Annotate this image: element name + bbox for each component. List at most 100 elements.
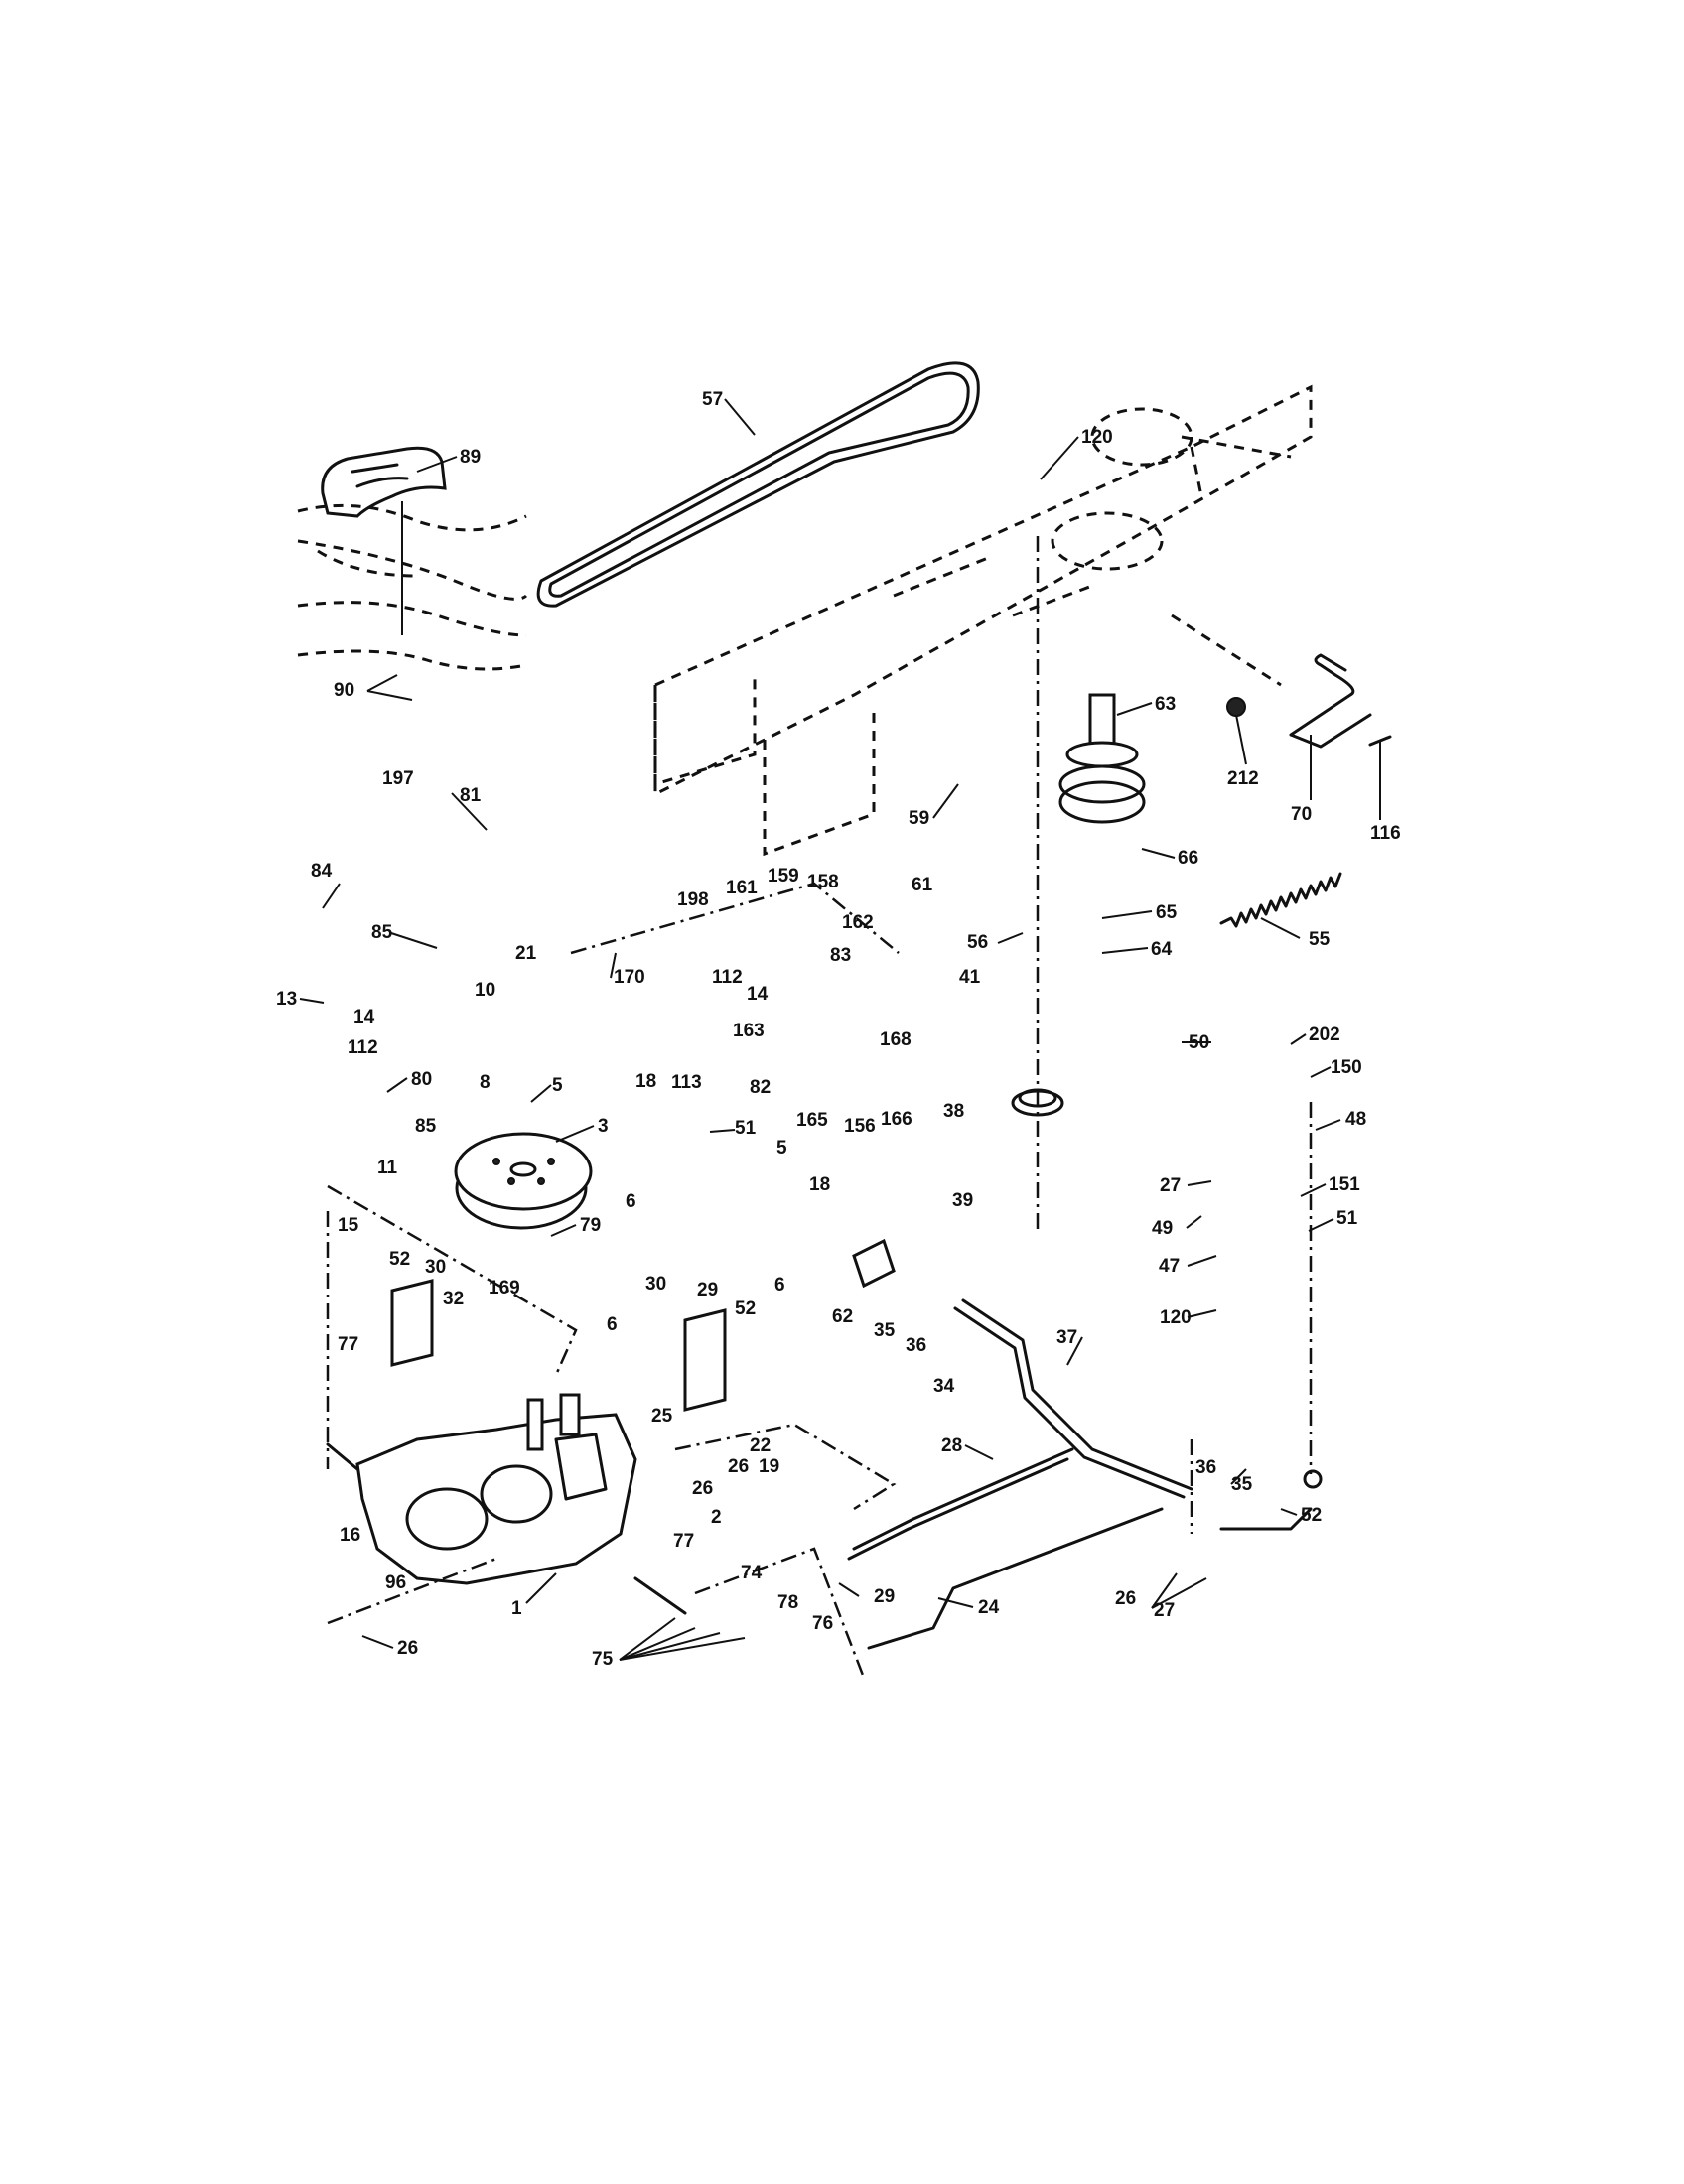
callout-11: 11 xyxy=(377,1158,398,1178)
callout-57: 57 xyxy=(702,389,723,410)
callout-28: 28 xyxy=(941,1435,962,1456)
callout-25: 25 xyxy=(651,1406,673,1427)
callout-65: 65 xyxy=(1156,902,1178,923)
callout-51b: 51 xyxy=(1336,1208,1358,1229)
callout-15: 16 xyxy=(340,1525,360,1546)
callout-55: 55 xyxy=(1309,929,1331,950)
seat-part xyxy=(297,446,528,671)
callout-64: 64 xyxy=(1151,939,1173,960)
callout-163: 163 xyxy=(733,1021,765,1041)
callout-14b: 14 xyxy=(353,1007,375,1027)
callout-62: 62 xyxy=(832,1306,853,1327)
callout-63: 63 xyxy=(1155,694,1176,715)
callout-161: 161 xyxy=(726,878,758,898)
callout-34: 34 xyxy=(933,1376,955,1397)
callout-84: 84 xyxy=(311,861,333,882)
callout-38: 38 xyxy=(943,1101,964,1122)
callout-1: 1 xyxy=(511,1598,522,1619)
callout-49: 49 xyxy=(1152,1218,1173,1239)
callout-168: 168 xyxy=(880,1029,912,1050)
callout-78: 78 xyxy=(777,1592,798,1613)
callout-18b: 18 xyxy=(809,1174,830,1195)
frame-part xyxy=(653,384,1313,857)
callout-90: 90 xyxy=(334,680,354,701)
callout-41: 41 xyxy=(959,967,981,988)
callout-52a: 52 xyxy=(389,1249,410,1270)
callout-85a: 85 xyxy=(371,922,393,943)
callout-32b: 30 xyxy=(645,1274,666,1295)
callout-170: 169 xyxy=(489,1278,520,1298)
callout-112a: 112 xyxy=(712,967,743,988)
callout-61: 61 xyxy=(912,875,933,895)
callout-151: 151 xyxy=(1329,1174,1360,1195)
callout-77b: 77 xyxy=(673,1531,694,1552)
callout-79: 79 xyxy=(580,1215,601,1236)
belt-part xyxy=(536,361,980,608)
rod-28-part xyxy=(852,1447,1074,1551)
callout-74: 74 xyxy=(741,1563,763,1583)
callout-156: 156 xyxy=(844,1116,876,1137)
callout-5: 5 xyxy=(776,1138,787,1159)
callout-113: 113 xyxy=(671,1072,702,1093)
callout-197: 197 xyxy=(382,768,414,789)
callout-22: 24 xyxy=(978,1597,1000,1618)
callout-120: 120 xyxy=(1081,427,1113,448)
callout-76: 76 xyxy=(812,1613,833,1634)
transaxle-part xyxy=(326,1393,687,1615)
callout-30a: 30 xyxy=(425,1257,446,1278)
callout-75: 75 xyxy=(592,1649,614,1670)
callout-6a: 6 xyxy=(626,1191,636,1212)
callout-212: 212 xyxy=(1227,768,1259,789)
callout-116: 116 xyxy=(1370,823,1401,844)
callout-165: 165 xyxy=(796,1110,828,1131)
callout-26a: 26 xyxy=(728,1456,749,1477)
rod-34-part xyxy=(961,1298,1193,1491)
callout-51a: 51 xyxy=(735,1118,757,1139)
callout-39: 39 xyxy=(952,1190,973,1211)
callout-36b: 36 xyxy=(1195,1457,1216,1478)
callout-19: 19 xyxy=(759,1456,779,1477)
callout-166: 166 xyxy=(881,1109,912,1130)
callout-26b: 26 xyxy=(692,1478,713,1499)
callout-83: 83 xyxy=(830,945,851,966)
callout-202: 202 xyxy=(1309,1024,1340,1045)
callout-85b: 85 xyxy=(415,1116,437,1137)
callout-6c: 6 xyxy=(607,1314,618,1335)
callout-159: 159 xyxy=(768,866,799,887)
callout-158: 158 xyxy=(807,872,839,892)
callout-52b: 52 xyxy=(735,1298,756,1319)
callout-2: 2 xyxy=(711,1507,722,1528)
callout-48: 48 xyxy=(1345,1109,1366,1130)
callout-198: 198 xyxy=(677,889,709,910)
callout-27b: 27 xyxy=(1154,1600,1175,1621)
callout-8: 8 xyxy=(480,1072,491,1093)
callout-29: 29 xyxy=(874,1586,895,1607)
callout-32a: 32 xyxy=(443,1289,464,1309)
callout-56: 56 xyxy=(967,932,988,953)
callout-150: 150 xyxy=(1331,1057,1362,1078)
callout-10: 10 xyxy=(475,980,495,1001)
callout-27a: 27 xyxy=(1160,1175,1181,1196)
callout-36a: 36 xyxy=(906,1335,926,1356)
callout-13: 13 xyxy=(276,989,297,1010)
callout-37: 37 xyxy=(1056,1327,1077,1348)
leader-lines xyxy=(299,398,1381,1661)
callout-24: 22 xyxy=(750,1435,771,1456)
callout-96: 96 xyxy=(385,1572,406,1593)
callout-35b: 35 xyxy=(1231,1474,1253,1495)
callout-169: 170 xyxy=(614,967,645,988)
callout-77a: 77 xyxy=(338,1334,358,1355)
callout-4: 5 xyxy=(552,1075,563,1096)
callout-3: 3 xyxy=(598,1116,609,1137)
callout-81: 81 xyxy=(460,785,482,806)
engine-pulley-part xyxy=(1058,693,1146,824)
callout-59: 59 xyxy=(909,808,929,829)
callout-26d: 26 xyxy=(397,1638,418,1659)
callout-66: 66 xyxy=(1178,848,1198,869)
callout-18a: 18 xyxy=(635,1071,656,1092)
callout-21: 21 xyxy=(515,943,537,964)
callout-53: 52 xyxy=(1301,1505,1322,1526)
callout-70: 70 xyxy=(1291,804,1312,825)
callout-80: 80 xyxy=(411,1069,432,1090)
